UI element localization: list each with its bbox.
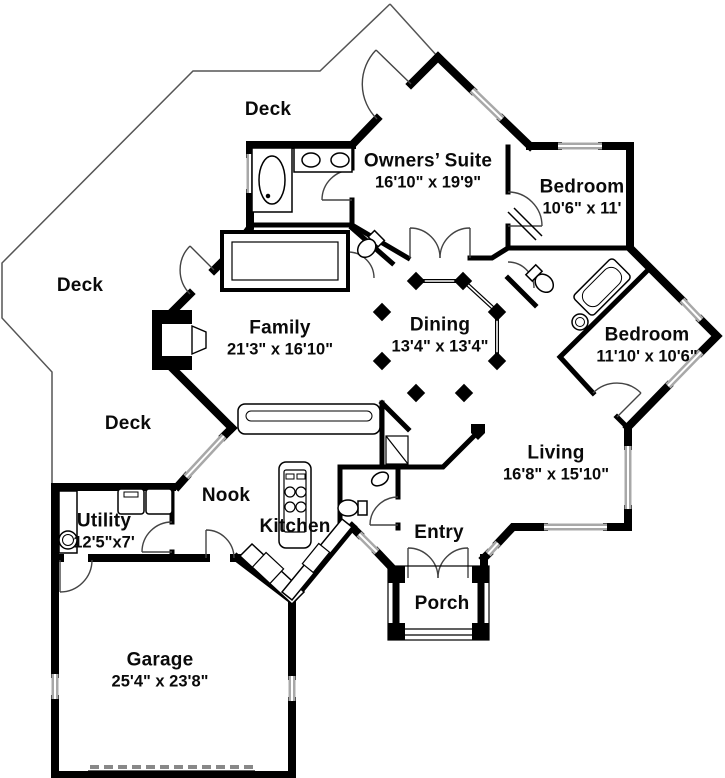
dryer <box>145 488 173 515</box>
room-label-bedroom-top: Bedroom 10'6" x 11' <box>540 177 625 220</box>
fixtures <box>58 147 631 606</box>
room-label-family: Family 21'3" x 16'10" <box>227 318 333 361</box>
porch-structure <box>387 565 490 641</box>
room-name: Bedroom <box>539 176 625 198</box>
room-name: Porch <box>414 593 470 614</box>
deck-label-top: Deck <box>245 99 291 121</box>
sink-2 <box>370 471 390 487</box>
doors <box>59 49 642 593</box>
room-dims: 21'3" x 16'10" <box>226 340 334 359</box>
room-label-utility: Utility 12'5"x7' <box>73 511 135 554</box>
windows <box>51 87 704 701</box>
room-name: Owners’ Suite <box>363 150 493 172</box>
room-name: Dining <box>409 314 471 336</box>
deck-label-left: Deck <box>57 275 103 297</box>
room-dims: 25'4" x 23'8" <box>111 672 209 691</box>
garage-door <box>88 765 255 778</box>
room-name: Deck <box>56 275 104 296</box>
room-label-kitchen: Kitchen <box>259 516 330 538</box>
vanity <box>293 147 353 173</box>
toilet-2 <box>524 263 555 294</box>
deck-label-lower: Deck <box>105 413 151 435</box>
room-label-porch: Porch <box>415 593 470 615</box>
room-name: Utility <box>76 510 132 532</box>
room-dims: 11'10' x 10'6" <box>596 347 698 366</box>
toilet-3 <box>337 499 368 517</box>
room-label-living: Living 16'8" x 15'10" <box>503 443 609 486</box>
room-dims: 13'4" x 13'4" <box>391 337 489 356</box>
room-dims: 12'5"x7' <box>73 533 135 552</box>
room-label-dining: Dining 13'4" x 13'4" <box>392 315 489 358</box>
room-name: Nook <box>201 485 251 506</box>
room-label-entry: Entry <box>414 522 464 544</box>
room-dims: 16'10" x 19'9" <box>374 173 482 192</box>
room-name: Living <box>527 442 585 464</box>
room-name: Deck <box>244 99 292 120</box>
room-label-bedroom-right: Bedroom 11'10' x 10'6" <box>596 325 697 368</box>
room-name: Deck <box>104 413 152 434</box>
room-label-owners-suite: Owners’ Suite 16'10" x 19'9" <box>364 151 492 194</box>
tub-2 <box>573 258 631 316</box>
room-name: Kitchen <box>259 516 331 537</box>
room-label-nook: Nook <box>202 485 250 507</box>
room-label-garage: Garage 25'4" x 23'8" <box>112 650 209 693</box>
room-name: Family <box>249 317 311 339</box>
room-name: Entry <box>414 522 464 543</box>
room-name: Garage <box>126 649 194 671</box>
toilet <box>356 229 386 259</box>
room-dims: 10'6" x 11' <box>542 199 622 218</box>
fireplace <box>152 310 207 370</box>
interior-walls <box>169 142 654 561</box>
deck-outline <box>1 3 439 487</box>
dining-columns <box>372 271 507 440</box>
room-dims: 16'8" x 15'10" <box>502 465 610 484</box>
room-name: Bedroom <box>604 324 690 346</box>
